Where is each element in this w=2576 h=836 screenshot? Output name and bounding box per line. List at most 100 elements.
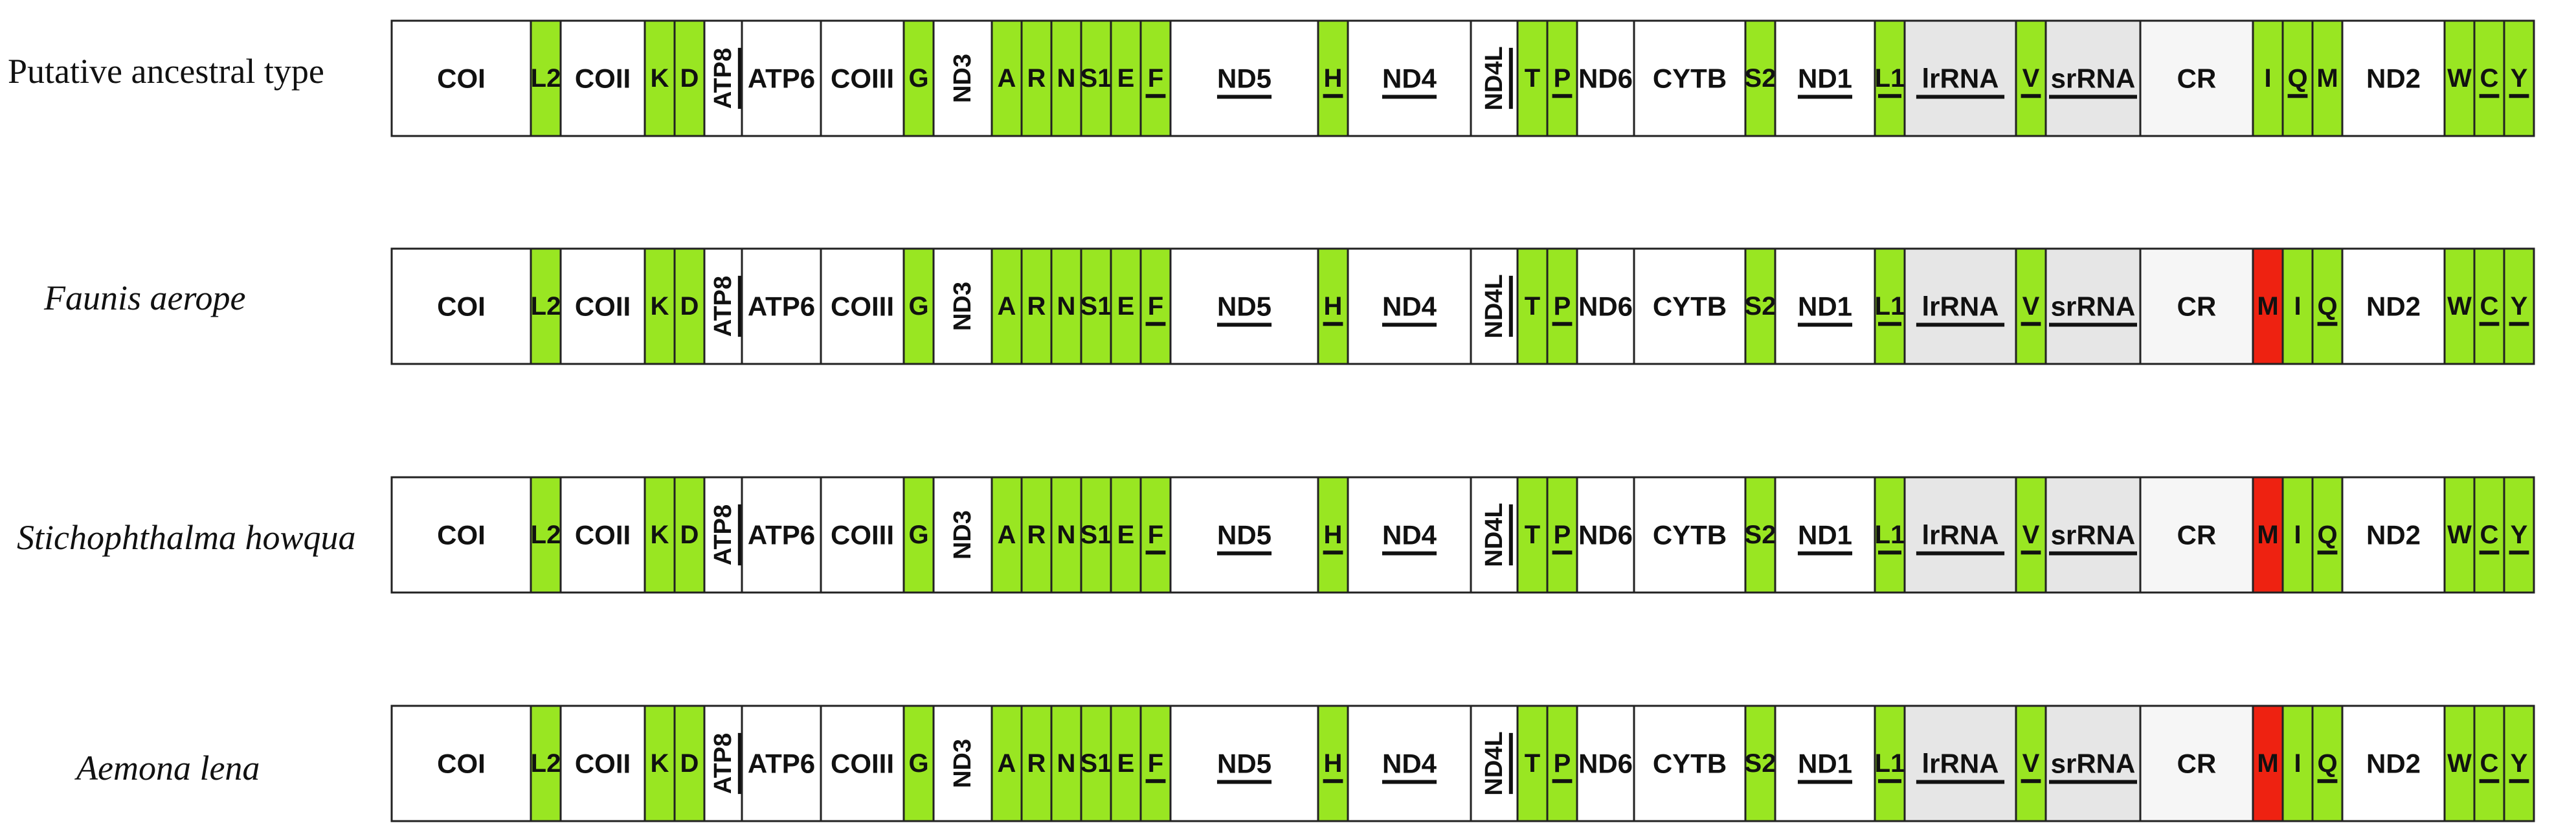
gene-label-c: C (2480, 64, 2499, 93)
gene-srrna: srRNA (2044, 476, 2142, 594)
gene-box-i (2281, 705, 2314, 822)
gene-label-a: A (998, 292, 1016, 321)
gene-label-n: N (1057, 64, 1076, 93)
gene-h: H (1317, 247, 1349, 365)
gene-box-nd5 (1169, 247, 1319, 365)
gene-label-nd2: ND2 (2366, 520, 2421, 550)
gene-label-s2: S2 (1745, 292, 1776, 321)
gene-label-nd1: ND1 (1798, 749, 1852, 779)
gene-box-p (1546, 705, 1578, 822)
gene-cr: CR (2139, 705, 2254, 822)
gene-label-d: D (680, 749, 699, 778)
gene-label-nd5: ND5 (1217, 749, 1271, 779)
gene-y: Y (2503, 19, 2535, 137)
gene-label-lrrna: lrRNA (1921, 291, 1999, 322)
gene-label-f: F (1148, 64, 1163, 93)
gene-box-coi (390, 19, 532, 137)
gene-nd5: ND5 (1169, 19, 1319, 137)
gene-label-nd4l: ND4L (1481, 731, 1508, 795)
gene-w: W (2443, 476, 2476, 594)
gene-nd5: ND5 (1169, 705, 1319, 822)
gene-label-l2: L2 (531, 292, 561, 321)
gene-atp8: ATP8 (703, 19, 743, 137)
gene-a: A (991, 19, 1023, 137)
gene-label-nd4: ND4 (1382, 749, 1437, 779)
gene-label-cr: CR (2177, 63, 2217, 94)
gene-nd2: ND2 (2341, 476, 2446, 594)
gene-label-k: K (651, 749, 669, 778)
gene-box-atp8 (703, 705, 743, 822)
gene-box-cr (2139, 705, 2254, 822)
gene-r: R (1020, 476, 1053, 594)
gene-box-cytb (1633, 476, 1747, 594)
gene-n: N (1050, 19, 1082, 137)
gene-label-nd5: ND5 (1217, 520, 1271, 550)
gene-box-lrrna (1903, 476, 2017, 594)
species-label-faunis-aerope: Faunis aerope (43, 278, 245, 317)
gene-i: I (2252, 19, 2284, 137)
gene-d: D (673, 476, 706, 594)
gene-label-nd5: ND5 (1217, 291, 1271, 322)
gene-s2: S2 (1744, 19, 1776, 137)
gene-label-y: Y (2511, 749, 2528, 778)
gene-box-m (2311, 19, 2344, 137)
gene-l1: L1 (1874, 705, 1906, 822)
gene-label-p: P (1554, 749, 1571, 778)
gene-y: Y (2503, 247, 2535, 365)
gene-label-nd4: ND4 (1382, 63, 1437, 94)
gene-box-f (1139, 476, 1172, 594)
gene-coi: COI (390, 247, 532, 365)
gene-label-p: P (1554, 521, 1571, 549)
gene-label-cr: CR (2177, 520, 2217, 550)
gene-label-cytb: CYTB (1653, 520, 1727, 550)
gene-label-s2: S2 (1745, 64, 1776, 93)
gene-q: Q (2311, 247, 2344, 365)
gene-h: H (1317, 19, 1349, 137)
gene-atp8: ATP8 (703, 247, 743, 365)
gene-nd3: ND3 (932, 476, 993, 594)
gene-e: E (1110, 705, 1142, 822)
gene-box-coi (390, 705, 532, 822)
gene-box-atp6 (741, 247, 822, 365)
gene-label-f: F (1148, 292, 1163, 321)
gene-i: I (2281, 476, 2314, 594)
gene-k: K (644, 476, 676, 594)
gene-box-d (673, 247, 706, 365)
gene-g: G (902, 247, 935, 365)
gene-cytb: CYTB (1633, 476, 1747, 594)
gene-cytb: CYTB (1633, 19, 1747, 137)
gene-label-nd6: ND6 (1578, 520, 1633, 550)
gene-nd1: ND1 (1774, 247, 1876, 365)
gene-box-s2 (1744, 247, 1776, 365)
gene-q: Q (2311, 476, 2344, 594)
gene-l2: L2 (530, 247, 562, 365)
gene-nd4: ND4 (1347, 19, 1472, 137)
gene-l2: L2 (530, 19, 562, 137)
gene-box-lrrna (1903, 19, 2017, 137)
gene-label-coi: COI (437, 749, 486, 779)
gene-label-lrrna: lrRNA (1921, 749, 1999, 779)
gene-label-nd1: ND1 (1798, 520, 1852, 550)
gene-t: T (1516, 705, 1549, 822)
gene-box-nd1 (1774, 476, 1876, 594)
gene-box-r (1020, 247, 1053, 365)
gene-coii: COII (559, 476, 646, 594)
gene-label-cytb: CYTB (1653, 749, 1727, 779)
gene-r: R (1020, 19, 1053, 137)
gene-label-g: G (908, 292, 928, 321)
gene-label-nd3: ND3 (949, 54, 976, 103)
gene-p: P (1546, 705, 1578, 822)
gene-box-v (2015, 247, 2047, 365)
gene-label-g: G (908, 749, 928, 778)
gene-d: D (673, 705, 706, 822)
gene-d: D (673, 247, 706, 365)
gene-label-k: K (651, 521, 669, 549)
gene-cr: CR (2139, 19, 2254, 137)
gene-box-coiii (820, 476, 905, 594)
gene-a: A (991, 247, 1023, 365)
gene-box-s2 (1744, 19, 1776, 137)
gene-box-nd1 (1774, 705, 1876, 822)
gene-label-nd2: ND2 (2366, 63, 2421, 94)
gene-label-h: H (1324, 749, 1343, 778)
